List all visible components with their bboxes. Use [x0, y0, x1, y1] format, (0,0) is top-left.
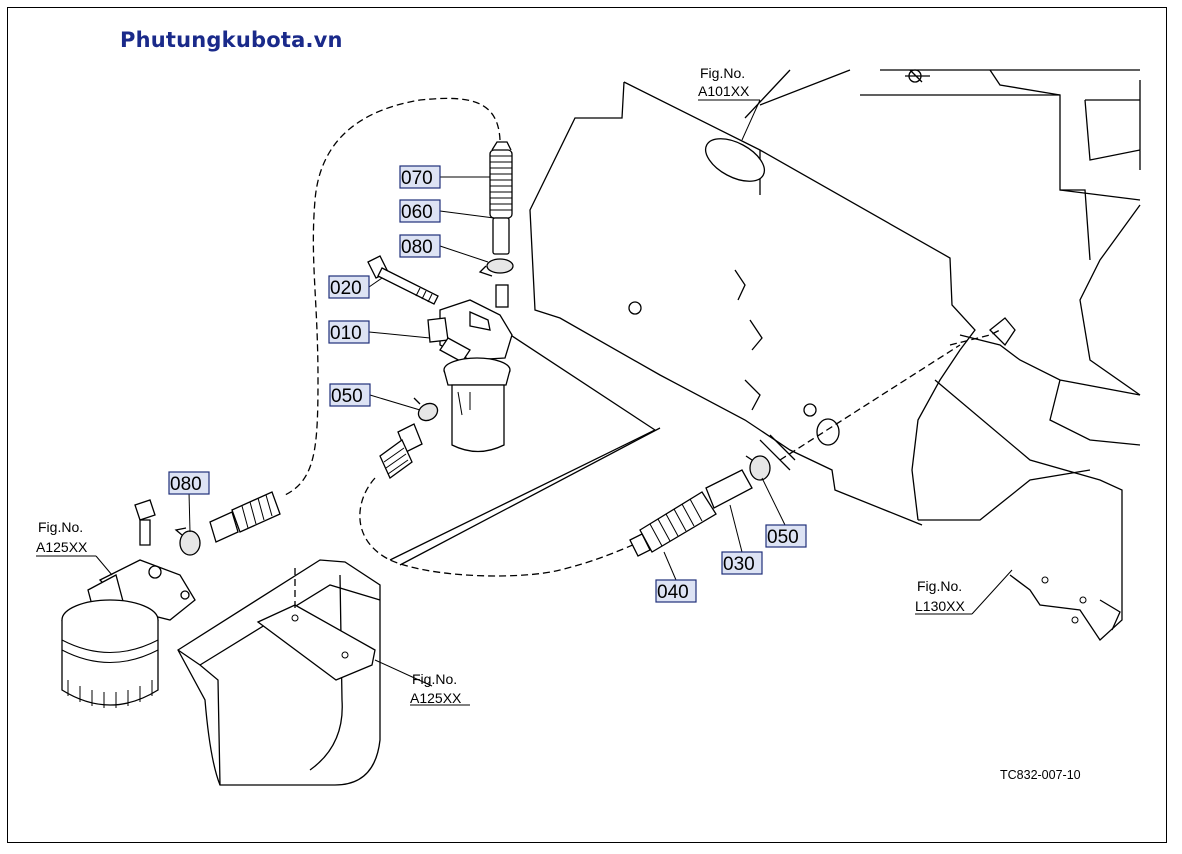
filter-inlet-fitting — [495, 284, 509, 308]
svg-text:080: 080 — [170, 474, 202, 495]
bolt-020 — [367, 255, 439, 305]
panel-bolt-hole — [628, 301, 642, 315]
part-number-labels: 070 060 080 020 010 050 — [168, 165, 807, 603]
fig-ref-l130xx[interactable]: Fig.No. L130XX — [915, 578, 965, 614]
short-hose-segment — [379, 423, 423, 479]
svg-text:050: 050 — [331, 386, 363, 407]
fig-ref-a125xx-left[interactable]: Fig.No. A125XX — [36, 519, 88, 555]
part-label-020[interactable]: 020 — [328, 275, 370, 299]
svg-text:050: 050 — [767, 527, 799, 548]
svg-text:010: 010 — [330, 323, 362, 344]
side-panel-drawing — [529, 69, 1141, 641]
part-label-080-lower[interactable]: 080 — [168, 471, 210, 495]
svg-text:Fig.No.: Fig.No. — [412, 671, 457, 687]
fig-ref-a101xx[interactable]: Fig.No. A101XX — [698, 65, 750, 99]
part-label-040[interactable]: 040 — [655, 579, 697, 603]
lower-left-hose — [209, 491, 281, 543]
part-label-050-right[interactable]: 050 — [765, 524, 807, 548]
part-label-070[interactable]: 070 — [399, 165, 441, 189]
return-hose-path — [284, 97, 501, 496]
fuel-tank-tray — [177, 559, 381, 786]
part-label-050-left[interactable]: 050 — [329, 383, 371, 407]
svg-text:080: 080 — [401, 237, 433, 258]
svg-text:030: 030 — [723, 554, 755, 575]
svg-text:070: 070 — [401, 168, 433, 189]
drawing-frame — [7, 7, 1167, 843]
part-label-030[interactable]: 030 — [721, 551, 763, 575]
part-label-080-top[interactable]: 080 — [399, 234, 441, 258]
hose-clamp-050-right — [745, 455, 771, 481]
panel-bolt-hole — [803, 403, 817, 417]
hose-clamp-080-top — [478, 258, 514, 277]
site-watermark: Phutungkubota.vn — [120, 28, 343, 52]
svg-text:A125XX: A125XX — [410, 690, 462, 706]
svg-text:L130XX: L130XX — [915, 598, 965, 614]
hose-040 — [629, 491, 717, 557]
part-label-060[interactable]: 060 — [399, 199, 441, 223]
part-label-010[interactable]: 010 — [328, 320, 370, 344]
panel-slot-cutout — [704, 138, 766, 182]
pipe-060 — [492, 217, 510, 255]
diagram-code: TC832-007-10 — [1000, 768, 1081, 782]
svg-text:Fig.No.: Fig.No. — [700, 65, 745, 81]
svg-text:A101XX: A101XX — [698, 83, 750, 99]
fuel-filter-010 — [427, 299, 513, 453]
hose-070 — [489, 141, 513, 219]
svg-text:Fig.No.: Fig.No. — [38, 519, 83, 535]
svg-text:060: 060 — [401, 202, 433, 223]
figure-references: Fig.No. A101XX Fig.No. A125XX Fig.No. A1… — [36, 65, 965, 706]
hose-clamp-080-lower — [174, 527, 201, 556]
svg-text:020: 020 — [330, 278, 362, 299]
svg-text:040: 040 — [657, 582, 689, 603]
fuel-hose-routing — [284, 97, 661, 577]
svg-text:Fig.No.: Fig.No. — [917, 578, 962, 594]
pipe-030 — [705, 469, 753, 509]
svg-text:A125XX: A125XX — [36, 539, 88, 555]
hose-clamp-050-left — [413, 397, 439, 422]
leader-lines — [36, 99, 1013, 706]
fig-ref-a125xx-bottom[interactable]: Fig.No. A125XX — [410, 671, 462, 706]
left-pump-assembly — [61, 499, 196, 708]
supply-hose-path — [359, 477, 641, 577]
